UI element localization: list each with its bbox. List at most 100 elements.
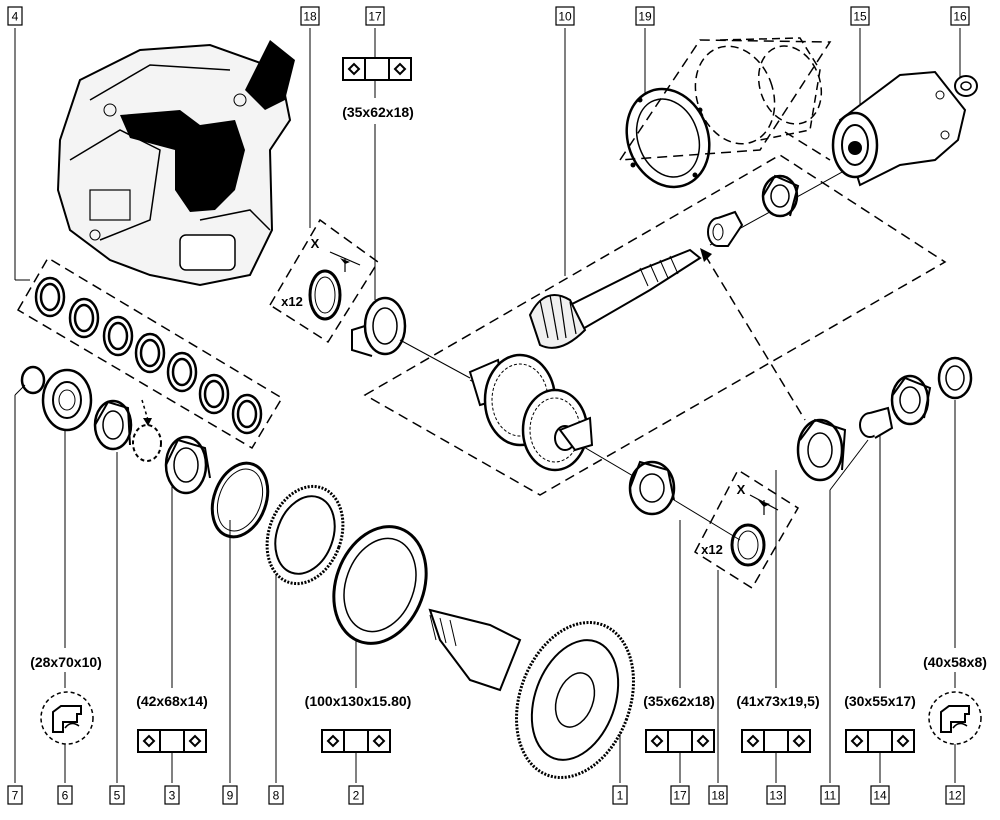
housing-cover xyxy=(831,70,967,187)
right-bushing xyxy=(859,406,894,439)
snap-ring-9 xyxy=(210,461,270,539)
callout-c7: 7 xyxy=(7,785,23,805)
callout-label: 6 xyxy=(62,789,69,803)
dim-14: (30x55x17) xyxy=(844,693,916,709)
leader-lines xyxy=(14,28,961,783)
callout-c16: 16 xyxy=(950,6,970,26)
callout-boxes: 4 18 17 10 19 15 16 7 6 5 3 9 8 2 1 17 18 13 11 14 12 xyxy=(7,6,970,805)
dim-2: (100x130x15.80) xyxy=(305,693,412,709)
shim-qty-top: x12 xyxy=(281,294,303,309)
housing-outline xyxy=(618,39,832,161)
seal-6 xyxy=(41,368,93,432)
dim-6: (28x70x10) xyxy=(30,654,102,670)
differential-1 xyxy=(428,608,635,779)
lock-washer xyxy=(132,399,162,462)
input-shaft xyxy=(528,248,702,349)
bearing-symbol-17-top xyxy=(342,57,412,81)
callout-c17b: 17 xyxy=(670,785,690,805)
right-bearing-a xyxy=(628,460,741,541)
seal-symbol-6 xyxy=(40,691,94,745)
callout-label: 9 xyxy=(227,789,234,803)
callout-label: 1 xyxy=(617,789,624,803)
callout-c12: 12 xyxy=(945,785,965,805)
ring-gear-8 xyxy=(265,484,345,586)
callout-label: 18 xyxy=(711,789,725,803)
dim-13: (41x73x19,5) xyxy=(736,693,819,709)
bearing-symbol-14 xyxy=(845,729,915,753)
callout-label: 10 xyxy=(558,10,572,24)
callout-c1: 1 xyxy=(612,785,628,805)
input-bearing xyxy=(761,174,800,218)
ring-set-outline xyxy=(16,256,284,450)
callout-label: 17 xyxy=(368,10,382,24)
housing-cover-ghost xyxy=(694,37,823,145)
seal-rings-set xyxy=(34,276,263,435)
right-bearing-b xyxy=(796,418,847,482)
top-shim xyxy=(308,251,361,321)
callout-c19: 19 xyxy=(635,6,655,26)
bottom-shim-outline xyxy=(694,468,800,590)
callout-c15: 15 xyxy=(850,6,870,26)
gearbox-housing-illustration xyxy=(56,40,295,287)
shim-x-bottom: X xyxy=(737,482,746,497)
bearing-symbol-3 xyxy=(137,729,207,753)
dim-17-bottom: (35x62x18) xyxy=(643,693,715,709)
bearing-symbol-13 xyxy=(741,729,811,753)
callout-label: 11 xyxy=(824,789,837,803)
callout-label: 13 xyxy=(769,789,783,803)
bearing-race-2 xyxy=(332,525,428,645)
seal-symbol-12 xyxy=(928,691,982,745)
right-bearing-c xyxy=(890,374,932,426)
callout-label: 17 xyxy=(673,789,687,803)
shim-x-top: X xyxy=(311,236,320,251)
callout-c3: 3 xyxy=(164,785,180,805)
callout-label: 14 xyxy=(873,789,887,803)
callout-label: 8 xyxy=(273,789,280,803)
main-shaft-gears xyxy=(468,353,641,481)
callout-c17t: 17 xyxy=(365,6,385,26)
nut-5 xyxy=(93,399,133,451)
callout-c10: 10 xyxy=(555,6,575,26)
top-shim-outline xyxy=(268,218,380,344)
callout-label: 2 xyxy=(353,789,360,803)
callout-c9: 9 xyxy=(222,785,238,805)
dim-12: (40x58x8) xyxy=(923,654,987,670)
plug xyxy=(954,75,978,97)
callout-label: 18 xyxy=(303,10,317,24)
callout-c18t: 18 xyxy=(300,6,320,26)
dim-17-top: (35x62x18) xyxy=(342,104,414,120)
callout-label: 15 xyxy=(853,10,867,24)
callout-c14: 14 xyxy=(870,785,890,805)
right-seal xyxy=(937,356,973,400)
silhouette-part xyxy=(120,110,245,212)
dim-3: (42x68x14) xyxy=(136,693,208,709)
callout-c2: 2 xyxy=(348,785,364,805)
callout-c11: 11 xyxy=(820,785,840,805)
callout-c4: 4 xyxy=(7,6,23,26)
callout-c13: 13 xyxy=(766,785,786,805)
callout-label: 16 xyxy=(953,10,967,24)
callout-label: 19 xyxy=(638,10,652,24)
callout-c18b: 18 xyxy=(708,785,728,805)
dashed-outlines xyxy=(16,39,947,590)
shim-qty-bottom: x12 xyxy=(701,542,723,557)
callout-c5: 5 xyxy=(109,785,125,805)
callout-label: 12 xyxy=(948,789,962,803)
top-bearing xyxy=(351,296,471,379)
callout-label: 5 xyxy=(114,789,121,803)
input-bushing xyxy=(707,210,744,247)
bearing-3 xyxy=(164,435,211,495)
callout-c8: 8 xyxy=(268,785,284,805)
callout-label: 4 xyxy=(12,10,19,24)
shaft-assembly-outline xyxy=(363,154,947,496)
dashed-arrow xyxy=(700,139,901,421)
circlip-7 xyxy=(20,365,46,395)
callout-label: 7 xyxy=(12,789,19,803)
bearing-symbol-17-bottom xyxy=(645,729,715,753)
gasket xyxy=(625,87,711,189)
callout-c6: 6 xyxy=(57,785,73,805)
bearing-symbol-2 xyxy=(321,729,391,753)
callout-label: 3 xyxy=(169,789,176,803)
bottom-shim xyxy=(730,494,779,567)
